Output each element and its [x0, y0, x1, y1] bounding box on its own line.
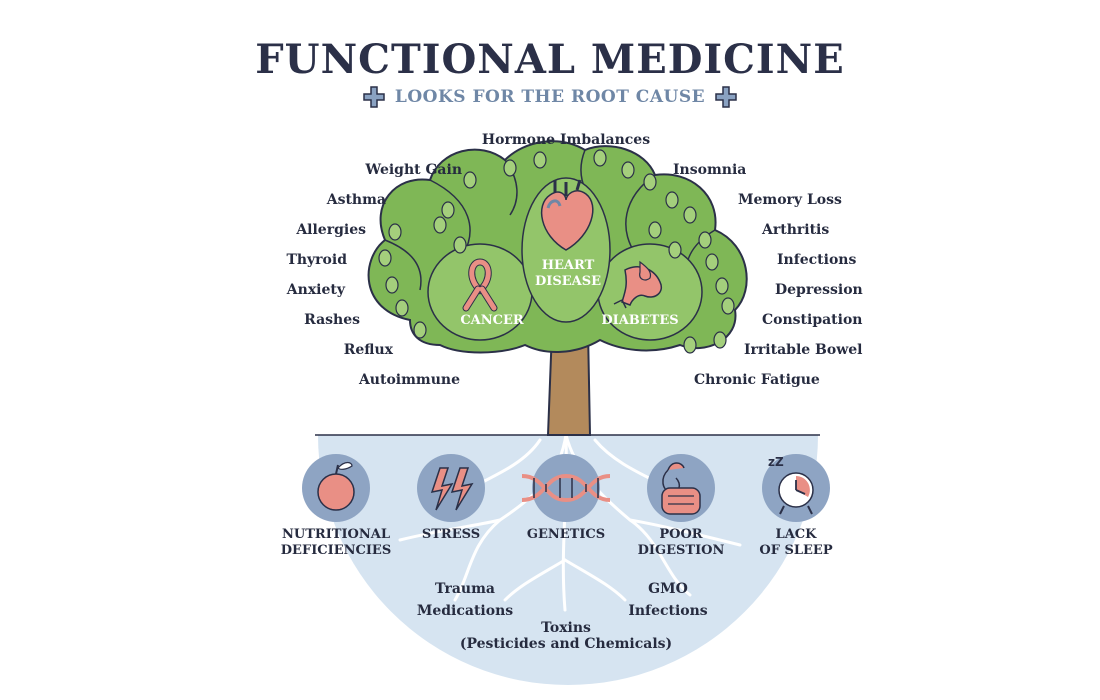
symptom-label: Allergies	[296, 222, 366, 238]
leaf-icon	[621, 161, 635, 179]
leaf-icon	[441, 201, 455, 219]
symptom-label: Thyroid	[286, 252, 347, 268]
leaf-icon	[721, 297, 735, 315]
leaf-icon	[413, 321, 427, 339]
digestion-icon-group	[647, 454, 715, 522]
symptom-label: Irritable Bowel	[744, 342, 863, 358]
leaf-icon	[668, 241, 682, 259]
zzz-icon: zZ	[768, 455, 784, 469]
symptom-label: Insomnia	[673, 162, 747, 178]
symptom-label: Depression	[775, 282, 863, 298]
leaf-icon	[388, 223, 402, 241]
symptom-label: Reflux	[343, 342, 393, 358]
heart-disease-label: HEART DISEASE	[534, 258, 602, 289]
factor-label: Infections	[628, 603, 708, 619]
intestine-icon	[661, 462, 701, 515]
leaf-icon	[683, 206, 697, 224]
tree-leaves	[378, 149, 735, 354]
leaf-icon	[648, 221, 662, 239]
leaf-icon	[533, 151, 547, 169]
symptom-label: Chronic Fatigue	[694, 372, 820, 388]
leaf-icon	[503, 159, 517, 177]
leaf-icon	[665, 191, 679, 209]
apple-icon	[317, 461, 355, 511]
diabetes-label: DIABETES	[601, 313, 679, 328]
lightning-icon	[430, 467, 474, 511]
leaf-icon	[715, 277, 729, 295]
page-title: FUNCTIONAL MEDICINE	[255, 36, 845, 83]
symptom-label: Rashes	[304, 312, 360, 328]
leaf-icon	[453, 236, 467, 254]
leaf-icon	[433, 216, 447, 234]
nutrition-icon-group	[302, 454, 370, 522]
leaf-icon	[463, 171, 477, 189]
pancreas-icon	[613, 260, 662, 309]
symptom-label: Anxiety	[286, 282, 345, 298]
cancer-label: CANCER	[460, 313, 524, 328]
cause-label: STRESS	[421, 527, 481, 542]
sleep-icon-group: zZ	[762, 454, 830, 522]
symptom-label: Infections	[777, 252, 857, 268]
leaf-icon	[643, 173, 657, 191]
leaf-icon	[713, 331, 727, 349]
symptom-label: Weight Gain	[365, 162, 462, 178]
subtitle-row: LOOKS FOR THE ROOT CAUSE	[0, 86, 1100, 108]
leaf-icon	[593, 149, 607, 167]
dna-icon	[521, 473, 611, 503]
symptom-label: Constipation	[762, 312, 863, 328]
leaf-icon	[698, 231, 712, 249]
tree-canopy	[367, 140, 748, 354]
alarm-clock-icon	[778, 472, 814, 515]
factor-label: Toxins	[541, 620, 591, 636]
subtitle: LOOKS FOR THE ROOT CAUSE	[394, 87, 706, 107]
symptom-label: Autoimmune	[358, 372, 460, 388]
factor-label: GMO	[648, 581, 688, 597]
symptom-label: Asthma	[326, 192, 386, 208]
leaf-icon	[378, 249, 392, 267]
leaf-icon	[705, 253, 719, 271]
heart-icon	[540, 179, 594, 251]
stress-icon-group	[417, 454, 485, 522]
medical-cross-icon	[715, 86, 737, 108]
leaf-icon	[395, 299, 409, 317]
symptom-label: Hormone Imbalances	[481, 132, 651, 148]
leaf-icon	[385, 276, 399, 294]
factor-label: Trauma	[435, 581, 495, 597]
leaf-icon	[683, 336, 697, 354]
factor-label: Medications	[416, 603, 514, 619]
genetics-icon-group	[521, 454, 611, 522]
factor-label: (Pesticides and Chemicals)	[459, 636, 673, 652]
symptom-label: Arthritis	[762, 222, 830, 238]
cause-label: GENETICS	[526, 527, 606, 542]
ribbon-icon	[462, 258, 498, 312]
symptom-label: Memory Loss	[738, 192, 842, 208]
medical-cross-icon	[363, 86, 385, 108]
